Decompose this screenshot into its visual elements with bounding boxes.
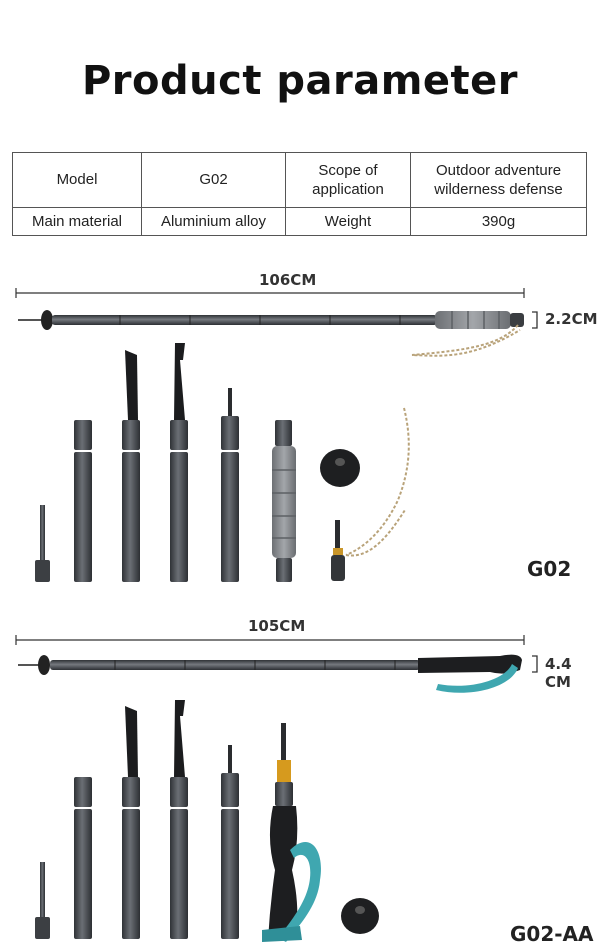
basket-icon: [38, 655, 50, 675]
components-g02: [35, 343, 410, 582]
grip-segment: [272, 420, 296, 582]
length-label-g02: 106CM: [259, 271, 317, 289]
spec-value-material: Aluminium alloy: [141, 206, 286, 237]
cord-accessory: [331, 407, 410, 581]
spike-tip: [35, 862, 50, 939]
hook-knife-segment: [170, 343, 188, 582]
pole-g02: [15, 288, 538, 357]
page-title: Product parameter: [81, 58, 519, 104]
pole-segment: [74, 777, 92, 939]
mud-basket-icon: [320, 449, 360, 487]
length-label-g02aa: 105CM: [248, 617, 306, 635]
screwdriver-segment: [221, 745, 239, 939]
basket-icon: [41, 310, 53, 330]
table-row: Main material Aluminium alloy Weight 390…: [12, 206, 587, 237]
foam-grip: [435, 311, 511, 329]
diameter-label-g02aa: 4.4 CM: [545, 655, 572, 691]
spec-label-material: Main material: [12, 206, 142, 237]
components-g02aa: [35, 700, 379, 942]
spec-label-model: Model: [12, 152, 142, 208]
hook-knife-segment: [170, 700, 188, 939]
spec-value-weight: 390g: [410, 206, 587, 237]
mud-basket-icon: [341, 898, 379, 934]
wrist-cord: [411, 324, 521, 357]
table-row: Model G02 Scope of application Outdoor a…: [12, 152, 587, 208]
saw-blade-segment: [122, 706, 140, 939]
ergonomic-grip-segment: [262, 723, 321, 942]
model-label-g02aa: G02-AA: [510, 922, 594, 946]
screwdriver-segment: [221, 388, 239, 582]
wrist-strap: [436, 664, 518, 693]
spec-table: Model G02 Scope of application Outdoor a…: [12, 152, 587, 237]
saw-blade-segment: [122, 350, 140, 582]
wrist-strap: [278, 841, 321, 942]
diameter-label-g02: 2.2CM: [545, 310, 598, 328]
spec-label-weight: Weight: [285, 206, 411, 237]
spec-label-scope: Scope of application: [285, 152, 411, 208]
spike-tip: [35, 505, 50, 582]
pole-g02aa: [15, 635, 538, 693]
ergonomic-grip: [418, 654, 522, 674]
pole-segment: [74, 420, 92, 582]
spec-value-model: G02: [141, 152, 286, 208]
spec-value-scope: Outdoor adventure wilderness defense: [410, 152, 587, 208]
model-label-g02: G02: [527, 557, 572, 581]
